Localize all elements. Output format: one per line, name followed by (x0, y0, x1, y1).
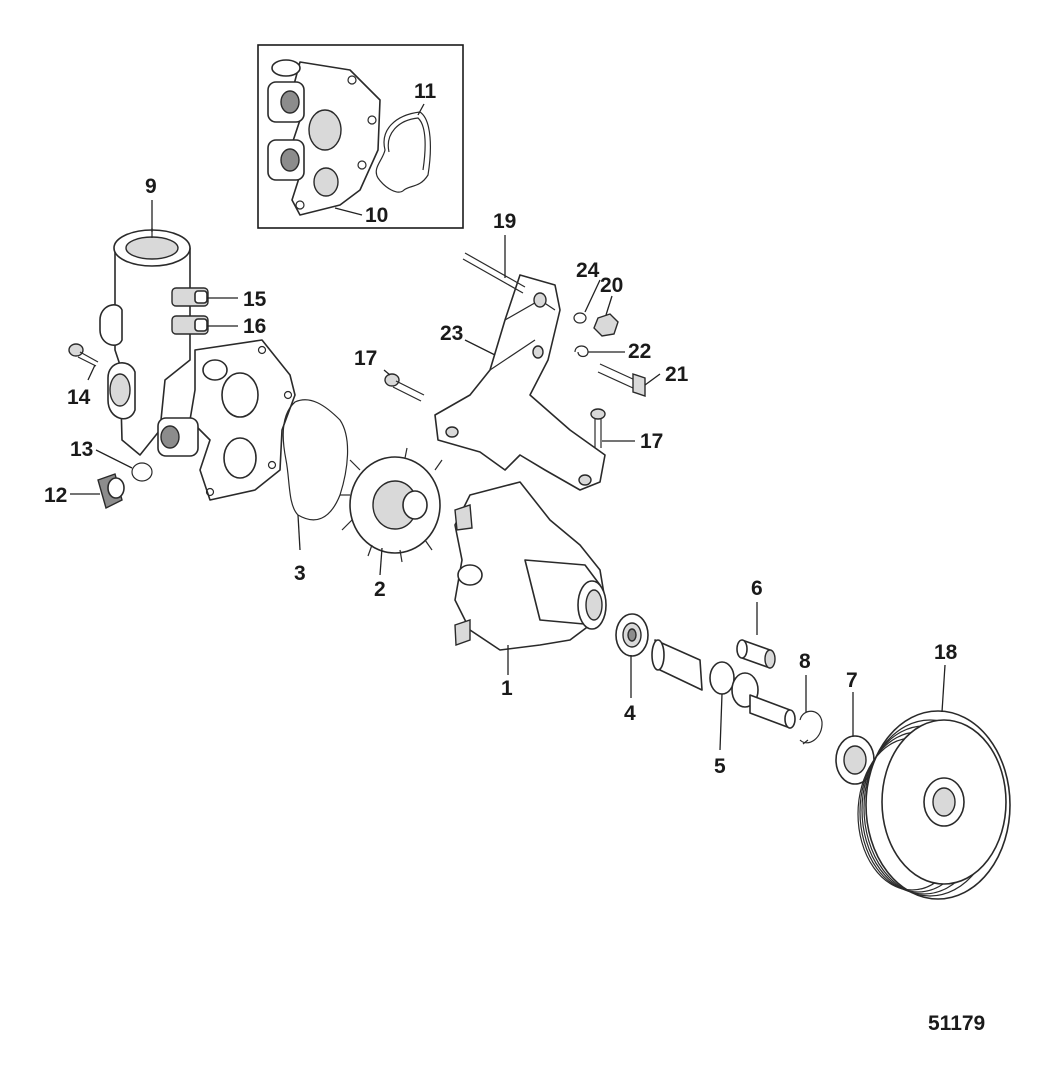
callout-9: 9 (145, 175, 157, 198)
part-2-impeller (340, 447, 443, 563)
part-17-screw-lower (590, 408, 606, 448)
part-22-lock-washer (574, 345, 589, 358)
part-19-stud (462, 252, 526, 294)
part-6-bushing (736, 639, 776, 669)
callout-13: 13 (70, 438, 93, 461)
callout-16: 16 (243, 315, 266, 338)
part-10-cover-plate (267, 59, 381, 216)
callout-23: 23 (440, 322, 463, 345)
callout-22: 22 (628, 340, 651, 363)
callout-1: 1 (501, 677, 513, 700)
part-21-bolt (597, 363, 646, 397)
reference-number: 51179 (928, 1012, 985, 1035)
part-3-gasket (282, 399, 349, 521)
callout-4: 4 (624, 702, 636, 725)
part-15-fitting (171, 287, 209, 307)
callout-3: 3 (294, 562, 306, 585)
part-1-pump-body (454, 481, 607, 651)
pump-cover-plate (157, 339, 296, 501)
callout-18: 18 (934, 641, 958, 664)
callout-17-lower: 17 (640, 430, 663, 453)
part-14-screw (68, 343, 99, 367)
callout-labels: 1 2 3 4 5 6 7 8 9 10 11 12 13 14 15 16 1… (44, 80, 958, 778)
callout-6: 6 (751, 577, 763, 600)
inset-box (257, 44, 464, 229)
callout-5: 5 (714, 755, 726, 778)
leader-lines (70, 103, 946, 751)
callout-17-upper: 17 (354, 347, 377, 370)
callout-8: 8 (799, 650, 811, 673)
part-4-seal (615, 613, 649, 657)
part-18-pulley (857, 710, 1011, 900)
callout-20: 20 (600, 274, 623, 297)
callout-2: 2 (374, 578, 386, 601)
callout-11: 11 (414, 80, 437, 103)
callout-10: 10 (365, 204, 388, 227)
part-12-drain-plug (97, 473, 125, 510)
part-5-shaft (651, 639, 796, 729)
part-8-retaining-ring (799, 710, 823, 745)
part-9-housing (99, 228, 191, 456)
part-17-screw-upper (384, 373, 425, 402)
part-13-o-ring (131, 462, 153, 482)
callout-14: 14 (67, 386, 91, 409)
part-23-bracket (434, 274, 606, 491)
callout-19: 19 (493, 210, 516, 233)
callout-21: 21 (665, 363, 689, 386)
callout-7: 7 (846, 669, 858, 692)
part-20-nut (593, 313, 619, 337)
callout-24: 24 (576, 259, 600, 282)
part-11-gasket (375, 111, 431, 193)
callout-12: 12 (44, 484, 67, 507)
part-16-fitting (171, 315, 209, 335)
part-24-washer (573, 312, 587, 324)
callout-15: 15 (243, 288, 267, 311)
